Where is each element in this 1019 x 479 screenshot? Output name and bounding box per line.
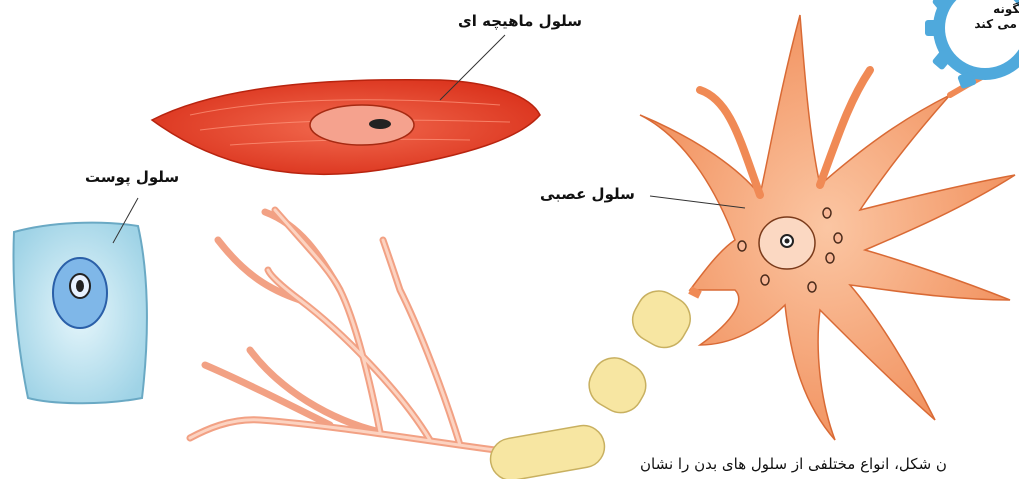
badge-text: چگونه ر می کند <box>958 2 1019 32</box>
badge-line-1: چگونه <box>958 2 1019 17</box>
axon-terminals-inner <box>190 210 495 450</box>
muscle-cell <box>152 35 540 174</box>
badge-line-2: ر می کند <box>958 17 1019 32</box>
skin-cell-label: سلول پوست <box>85 168 179 186</box>
muscle-cell-label: سلول ماهیچه ای <box>458 12 582 30</box>
nerve-cell-label: سلول عصبی <box>540 185 635 203</box>
myelin-sheath <box>487 283 698 479</box>
muscle-nucleus <box>310 105 414 145</box>
caption-text: ن شکل، انواع مختلفی از سلول های بدن را ن… <box>640 455 947 473</box>
skin-cell <box>14 198 147 403</box>
